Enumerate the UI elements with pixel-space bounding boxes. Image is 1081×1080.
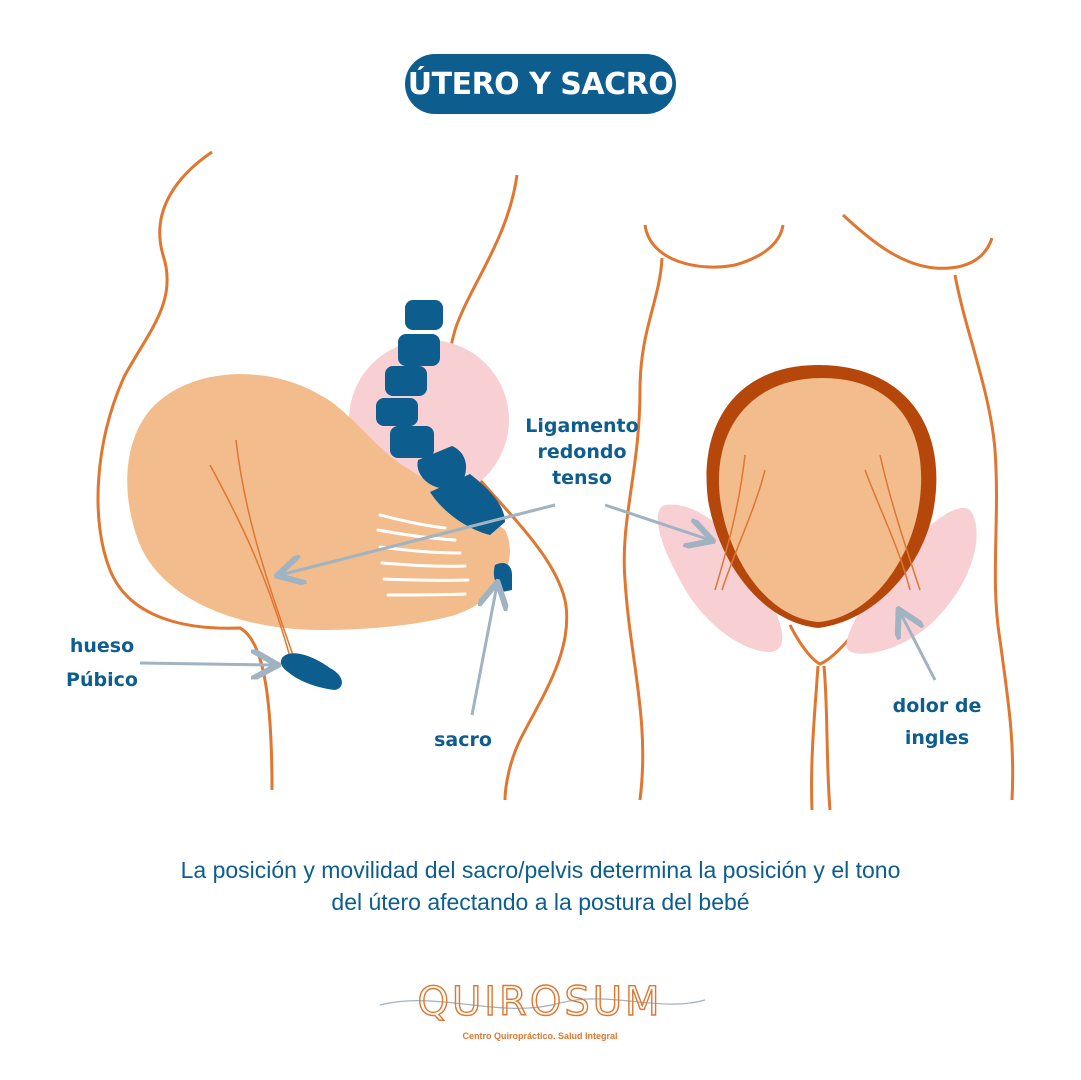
uterus-front — [718, 378, 922, 622]
arrow-sacro — [470, 585, 497, 716]
crotch-outline — [788, 624, 860, 666]
label-ligamento-line2: redondo — [537, 441, 626, 463]
label-dolor-line2: ingles — [905, 727, 969, 749]
side-view-figure — [96, 150, 569, 801]
label-dolor-line1: dolor de — [893, 695, 982, 717]
brand-tagline: Centro Quiropráctico. Salud Integral — [462, 1031, 617, 1041]
title-badge: ÚTERO Y SACRO — [405, 54, 676, 114]
round-ligament-side — [209, 439, 301, 676]
torso-right-outline — [953, 274, 1015, 801]
label-ligamento-line1: Ligamento — [525, 415, 638, 437]
page-title: ÚTERO Y SACRO — [407, 66, 674, 102]
groin-pain-right — [846, 508, 977, 654]
left-breast-outline — [643, 224, 785, 269]
label-sacro: sacro — [434, 729, 492, 751]
label-ligamento-line3: tenso — [552, 467, 612, 489]
vertebra — [398, 334, 440, 366]
brand-wave — [379, 998, 706, 1009]
right-breast-outline — [841, 213, 994, 270]
brand-name: QUIROSUM — [417, 979, 662, 1025]
vertebra — [405, 300, 443, 330]
brand-logo: QUIROSUM Centro Quiropráctico. Salud Int… — [379, 978, 706, 1041]
vertebra — [376, 398, 418, 426]
caption: La posición y movilidad del sacro/pelvis… — [60, 854, 1021, 918]
inner-leg-right — [822, 665, 832, 811]
anatomy-illustration: Ligamento redondo tenso hueso Púbico sac… — [66, 150, 1015, 811]
label-hueso-line1: hueso — [70, 635, 134, 657]
vertebra — [390, 426, 434, 458]
label-hueso-line2: Púbico — [66, 669, 138, 691]
sacrum-bone — [430, 474, 505, 535]
round-ligament-front — [714, 454, 921, 591]
back-outline — [446, 174, 569, 801]
inner-leg-left — [810, 665, 820, 811]
caption-line-2: del útero afectando a la postura del beb… — [331, 889, 750, 915]
pubic-bone — [280, 653, 342, 690]
arrow-dolor — [900, 612, 937, 681]
arrow-ligamento-left — [280, 503, 556, 575]
front-view-figure — [604, 213, 1015, 811]
arrow-hueso — [139, 663, 275, 665]
arrow-ligamento-right — [604, 503, 710, 540]
torso-left-outline — [622, 257, 664, 801]
caption-line-1: La posición y movilidad del sacro/pelvis… — [180, 857, 901, 883]
belly-outline — [96, 150, 274, 791]
vertebra — [385, 366, 427, 396]
vertebra — [417, 446, 467, 488]
